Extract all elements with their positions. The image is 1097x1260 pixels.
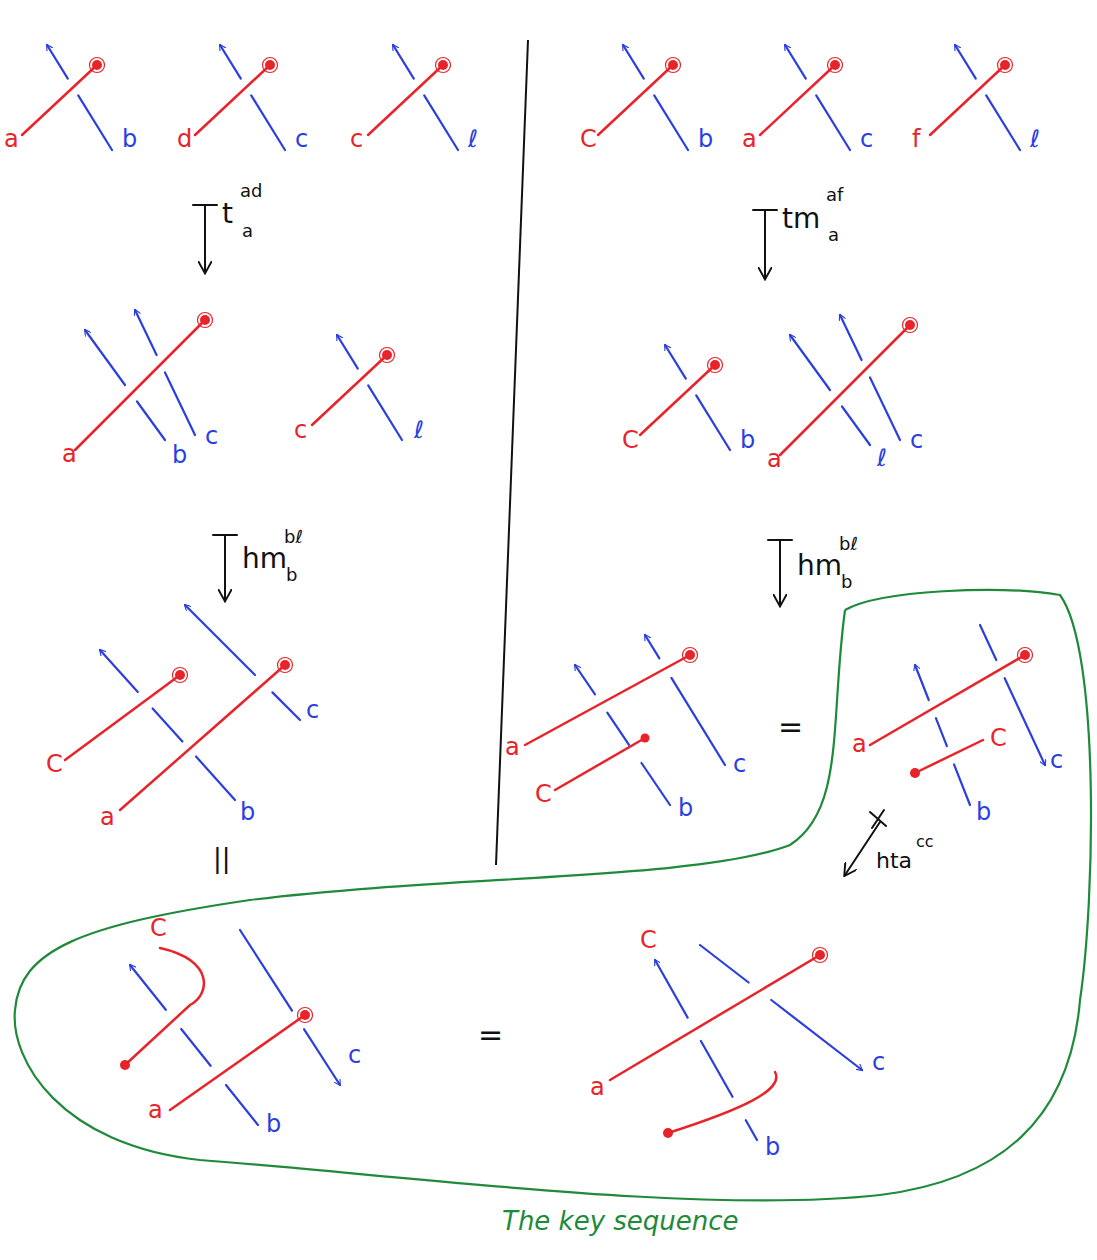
strand-label: a — [852, 732, 867, 756]
strand-label: b — [122, 127, 137, 151]
operation-name: hm — [242, 545, 287, 573]
strand-label: C — [580, 127, 597, 151]
operation-superscript: bℓ — [839, 535, 858, 553]
strand-label: b — [266, 1112, 281, 1136]
strand-label: f — [912, 127, 920, 151]
strand-label: d — [177, 127, 192, 151]
strand-label: b — [698, 127, 713, 151]
operation-subscript: b — [286, 566, 297, 584]
strand-label: a — [590, 1075, 605, 1099]
strand-label: a — [62, 442, 77, 466]
operation-name: hm — [797, 552, 842, 580]
strand-label: a — [742, 127, 757, 151]
operation-name: tm — [782, 205, 820, 233]
operation-superscript: bℓ — [284, 528, 303, 546]
operation-subscript: a — [828, 226, 839, 244]
strand-label: a — [148, 1098, 163, 1122]
strand-label: c — [910, 428, 923, 452]
strand-label: a — [100, 805, 115, 829]
operation-name: t — [222, 200, 233, 228]
strand-label: c — [294, 418, 307, 442]
strand-label: c — [733, 752, 746, 776]
operation-superscript: af — [826, 186, 843, 204]
strand-label: C — [150, 916, 167, 940]
strand-label: c — [348, 1043, 361, 1067]
strand-label: ℓ — [877, 446, 887, 470]
strand-label: c — [860, 127, 873, 151]
strand-label: a — [505, 735, 520, 759]
strand-label: ℓ — [468, 127, 478, 151]
strand-label: b — [976, 800, 991, 824]
strand-label: C — [990, 726, 1007, 750]
equality-sign: || — [213, 845, 231, 871]
strand-label: c — [306, 698, 319, 722]
caption-text: The key sequence — [502, 1208, 739, 1234]
strand-label: c — [872, 1050, 885, 1074]
strand-label: b — [765, 1135, 780, 1159]
equality-sign: = — [478, 1020, 503, 1050]
strand-label: ℓ — [414, 418, 424, 442]
operation-subscript: a — [242, 222, 253, 240]
operation-superscript: cc — [916, 834, 934, 850]
strand-label: a — [767, 447, 782, 471]
operation-subscript: b — [841, 573, 852, 591]
strand-label: C — [535, 782, 552, 806]
equality-sign: = — [778, 712, 803, 742]
strand-label: b — [678, 796, 693, 820]
strand-label: c — [205, 424, 218, 448]
strand-label: a — [4, 127, 19, 151]
strand-label: b — [240, 800, 255, 824]
operation-name: hta — [876, 850, 912, 872]
strand-label: C — [46, 752, 63, 776]
strand-label: c — [295, 127, 308, 151]
strand-label: c — [350, 127, 363, 151]
strand-label: b — [172, 443, 187, 467]
strand-label: C — [622, 428, 639, 452]
strand-label: C — [640, 928, 657, 952]
strand-label: ℓ — [1030, 127, 1040, 151]
operation-superscript: ad — [240, 182, 262, 200]
strand-label: c — [1050, 748, 1063, 772]
strand-label: b — [740, 428, 755, 452]
